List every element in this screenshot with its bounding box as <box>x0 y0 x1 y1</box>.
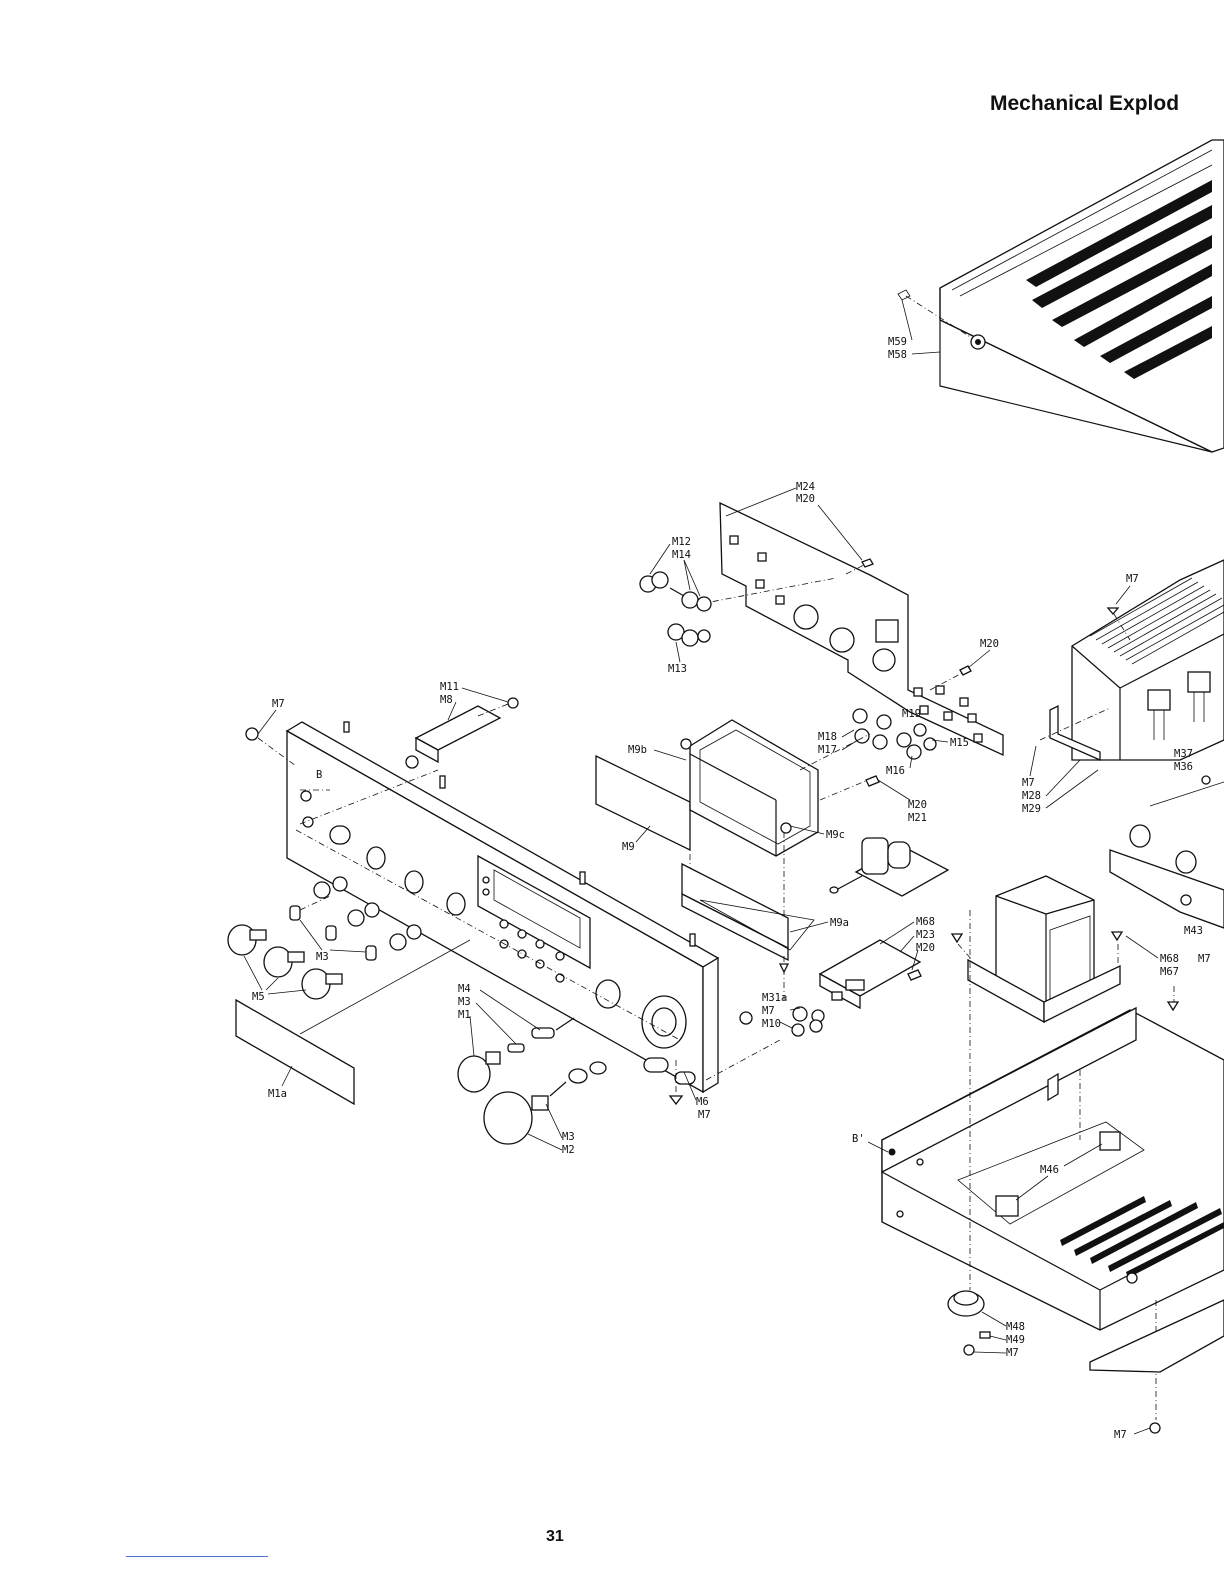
callout-m29: M29 <box>1022 803 1041 815</box>
callout-m13: M13 <box>668 663 687 675</box>
callout-m7-c: M7 <box>698 1109 711 1121</box>
callout-m10: M10 <box>762 1018 781 1030</box>
volume-knobs <box>458 1018 606 1144</box>
callout-m3-c: M3 <box>562 1131 575 1143</box>
callout-m17: M17 <box>818 744 837 756</box>
callout-m9c: M9c <box>826 829 845 841</box>
callout-m14: M14 <box>672 549 691 561</box>
top-cover <box>898 140 1224 452</box>
callout-m16: M16 <box>886 765 905 777</box>
callout-m28: M28 <box>1022 790 1041 802</box>
switch-m8 <box>406 698 518 768</box>
selector-switch <box>830 838 948 896</box>
pot-bracket-m43 <box>1110 782 1224 928</box>
footer-rule <box>126 1556 268 1557</box>
callout-m20-d: M20 <box>916 942 935 954</box>
callout-m18: M18 <box>818 731 837 743</box>
callout-m15: M15 <box>950 737 969 749</box>
callout-m7-left: M7 <box>272 698 285 710</box>
callout-m3-a: M3 <box>316 951 329 963</box>
callout-m5: M5 <box>252 991 265 1003</box>
callout-m7-e: M7 <box>1198 953 1211 965</box>
callout-m8: M8 <box>440 694 453 706</box>
callout-m31a: M31a <box>762 992 787 1004</box>
callout-m9a: M9a <box>830 917 849 929</box>
chassis-foot <box>948 1291 990 1355</box>
callout-m21: M21 <box>908 812 927 824</box>
callout-m24: M24 <box>796 481 815 493</box>
callout-m49: M49 <box>1006 1334 1025 1346</box>
callout-m58: M58 <box>888 349 907 361</box>
display-board-m9a <box>682 864 814 960</box>
callout-m20-b: M20 <box>980 638 999 650</box>
callout-m20-c: M20 <box>908 799 927 811</box>
callout-m3-b: M3 <box>458 996 471 1008</box>
callout-m11: M11 <box>440 681 459 693</box>
callout-m1a: M1a <box>268 1088 287 1100</box>
callout-m7-r1: M7 <box>1126 573 1139 585</box>
callout-m4: M4 <box>458 983 471 995</box>
callout-m1: M1 <box>458 1009 471 1021</box>
callout-m43: M43 <box>1184 925 1203 937</box>
callout-m37: M37 <box>1174 748 1193 760</box>
callout-m7-d: M7 <box>762 1005 775 1017</box>
callout-m59: M59 <box>888 336 907 348</box>
callout-m12: M12 <box>672 536 691 548</box>
callout-m67: M67 <box>1160 966 1179 978</box>
power-transformer <box>952 876 1122 1022</box>
callout-m23: M23 <box>916 929 935 941</box>
callout-m7-r2: M7 <box>1022 777 1035 789</box>
callout-m6: M6 <box>696 1096 709 1108</box>
callout-m9b: M9b <box>628 744 647 756</box>
callout-m20-a: M20 <box>796 493 815 505</box>
heatsink <box>1040 560 1224 760</box>
rear-pcb-bracket <box>700 503 1003 755</box>
callout-m2: M2 <box>562 1144 575 1156</box>
callout-m48: M48 <box>1006 1321 1025 1333</box>
page-number: 31 <box>546 1528 564 1546</box>
rear-jacks <box>640 572 711 646</box>
callout-m68-b: M68 <box>1160 953 1179 965</box>
callout-m46: M46 <box>1040 1164 1059 1176</box>
callout-m9: M9 <box>622 841 635 853</box>
callout-m7-bottom: M7 <box>1114 1429 1127 1441</box>
callout-m19: M19 <box>902 708 921 720</box>
label-b: B <box>316 769 322 781</box>
callout-m7-f: M7 <box>1006 1347 1019 1359</box>
label-b-prime: B' <box>852 1133 865 1145</box>
callout-m68-a: M68 <box>916 916 935 928</box>
callout-m36: M36 <box>1174 761 1193 773</box>
